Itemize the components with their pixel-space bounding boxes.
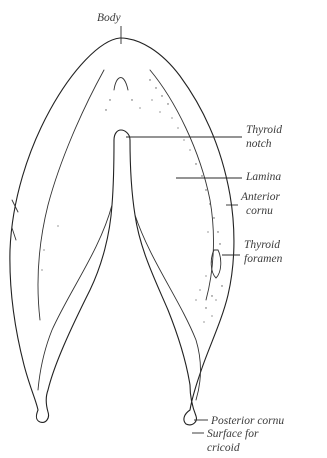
stipple-shading <box>41 79 222 322</box>
left-lower-edge <box>38 205 112 390</box>
label-thyroid-notch-2: notch <box>246 138 272 150</box>
label-thyroid-notch-1: Thyroid <box>246 124 282 136</box>
label-posterior-cornu: Posterior cornu <box>210 415 284 427</box>
right-lamina-inner-edge <box>150 70 213 300</box>
notch-inner-edge <box>114 78 128 90</box>
label-surface-cricoid-1: Surface for <box>207 428 259 440</box>
label-anterior-cornu-1: Anterior <box>240 191 280 203</box>
label-lamina: Lamina <box>245 171 281 183</box>
label-thyroid-foramen-1: Thyroid <box>244 239 280 251</box>
right-lower-edge <box>135 215 201 400</box>
label-thyroid-foramen-2: foramen <box>244 253 283 265</box>
label-anterior-cornu-2: cornu <box>246 205 273 217</box>
cartilage-outline-right <box>114 38 234 425</box>
label-body: Body <box>97 12 122 24</box>
label-surface-cricoid-2: cricoid <box>207 442 240 454</box>
left-lamina-inner-edge <box>38 70 104 320</box>
